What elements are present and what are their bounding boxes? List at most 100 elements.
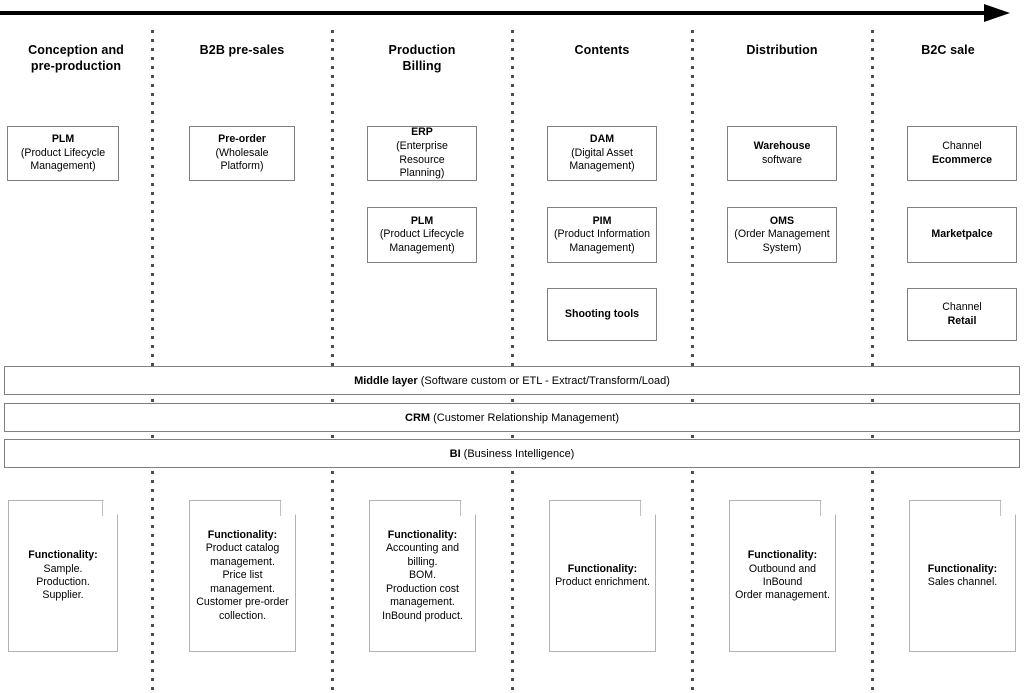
- note-card-line: Production cost: [385, 582, 459, 595]
- column-header-line1: Production: [388, 43, 456, 57]
- layer-bar-title: CRM: [405, 411, 431, 424]
- column-header-b2b-presales: B2B pre-sales: [154, 42, 330, 58]
- system-box-subtitle-line2: Management): [569, 160, 635, 173]
- column-header-line1: Conception and: [28, 43, 124, 57]
- note-card-line: Customer pre-order: [196, 596, 289, 609]
- system-box-subtitle-line1: (Order Management: [734, 228, 830, 241]
- column-divider-2: [331, 30, 334, 693]
- layer-bar-detail: (Software custom or ETL - Extract/Transf…: [417, 374, 670, 387]
- note-card-line: management.: [210, 555, 275, 568]
- system-box-subtitle-line1: (Digital Asset: [571, 146, 633, 159]
- system-box-title: OMS: [769, 214, 795, 227]
- column-divider-4: [691, 30, 694, 693]
- system-box-oms[interactable]: OMS (Order Management System): [727, 207, 837, 263]
- system-box-title: DAM: [589, 133, 615, 146]
- note-card-line: BOM.: [408, 569, 437, 582]
- system-box-channel-ecommerce[interactable]: Channel Ecommerce: [907, 126, 1017, 181]
- system-box-title: PLM: [51, 133, 75, 146]
- layer-bar-middle-layer[interactable]: Middle layer (Software custom or ETL - E…: [4, 366, 1020, 395]
- note-fold-edge-icon: [280, 500, 296, 516]
- layer-bar-detail: (Business Intelligence): [460, 447, 575, 460]
- system-box-subtitle-line1: (Enterprise Resource: [396, 139, 448, 166]
- process-flow-arrow: [0, 4, 1024, 26]
- system-box-marketplace[interactable]: Marketpalce: [907, 207, 1017, 263]
- system-box-shooting-tools[interactable]: Shooting tools: [547, 288, 657, 341]
- system-box-subtitle-line1: Channel: [942, 139, 982, 152]
- note-card-heading: Functionality:: [207, 529, 278, 542]
- column-divider-5: [871, 30, 874, 693]
- note-card-distribution[interactable]: Functionality: Outbound and InBound Orde…: [729, 499, 837, 652]
- note-card-line: Order management.: [735, 589, 830, 602]
- layer-bar-detail: (Customer Relationship Management): [430, 411, 619, 424]
- system-box-subtitle-line1: (Wholesale: [215, 146, 269, 159]
- system-box-warehouse[interactable]: Warehouse software: [727, 126, 837, 181]
- column-divider-3: [511, 30, 514, 693]
- note-fold-edge-icon: [460, 500, 476, 516]
- layer-bar-text: CRM (Customer Relationship Management): [405, 412, 619, 424]
- layer-bar-text: Middle layer (Software custom or ETL - E…: [354, 375, 670, 387]
- note-card-body: Functionality: Product enrichment.: [555, 563, 650, 590]
- note-card-line: Sales channel.: [927, 576, 998, 588]
- column-divider-1: [151, 30, 154, 693]
- note-card-body: Functionality: Accounting and billing. B…: [382, 529, 463, 623]
- note-card-body: Functionality: Sample. Production. Suppl…: [28, 549, 97, 603]
- system-box-title: Shooting tools: [564, 307, 640, 320]
- note-card-line: Price list: [222, 569, 263, 582]
- system-box-subtitle-line1: Channel: [942, 300, 982, 313]
- note-card-line: Supplier.: [42, 589, 84, 602]
- layer-bar-crm[interactable]: CRM (Customer Relationship Management): [4, 403, 1020, 432]
- note-fold-edge-icon: [1000, 500, 1016, 516]
- system-box-pim[interactable]: PIM (Product Information Management): [547, 207, 657, 263]
- system-box-plm-conception[interactable]: PLM (Product Lifecycle Management): [7, 126, 119, 181]
- note-fold-edge-icon: [102, 500, 118, 516]
- layer-bar-title: Middle layer: [354, 374, 418, 387]
- column-header-conception: Conception and pre-production: [2, 42, 150, 74]
- note-card-body: Functionality: Outbound and InBound Orde…: [735, 549, 830, 603]
- note-card-heading: Functionality:: [927, 562, 998, 575]
- column-header-line1: Contents: [574, 43, 630, 57]
- system-box-title: Pre-order: [218, 133, 266, 146]
- note-card-body: Functionality: Product catalog managemen…: [196, 529, 288, 623]
- note-card-line: Product enrichment.: [555, 576, 650, 588]
- system-box-subtitle-line1: (Product Lifecycle: [20, 146, 106, 159]
- note-card-conception[interactable]: Functionality: Sample. Production. Suppl…: [8, 499, 119, 652]
- system-box-pre-order[interactable]: Pre-order (Wholesale Platform): [189, 126, 295, 181]
- note-card-production-billing[interactable]: Functionality: Accounting and billing. B…: [369, 499, 477, 652]
- column-header-line1: B2C sale: [921, 43, 975, 57]
- note-card-b2b-presales[interactable]: Functionality: Product catalog managemen…: [189, 499, 297, 652]
- column-header-line1: B2B pre-sales: [199, 43, 285, 57]
- note-card-line: Sample.: [43, 562, 83, 575]
- layer-bar-title: BI: [449, 447, 461, 460]
- system-box-subtitle-line2: Platform): [220, 160, 264, 173]
- note-card-heading: Functionality:: [747, 549, 818, 562]
- layer-bar-bi[interactable]: BI (Business Intelligence): [4, 439, 1020, 468]
- note-card-b2c-sale[interactable]: Functionality: Sales channel.: [909, 499, 1017, 652]
- system-box-plm-production[interactable]: PLM (Product Lifecycle Management): [367, 207, 477, 263]
- note-card-line: management.: [390, 596, 455, 609]
- system-box-title: Warehouse: [753, 139, 811, 152]
- arrow-head-icon: [984, 4, 1010, 22]
- system-box-dam[interactable]: DAM (Digital Asset Management): [547, 126, 657, 181]
- system-box-title: Ecommerce: [931, 153, 993, 166]
- note-fold-edge-icon: [820, 500, 836, 516]
- note-card-body: Functionality: Sales channel.: [928, 563, 998, 590]
- column-header-production-billing: Production Billing: [334, 42, 510, 74]
- system-box-title: Marketpalce: [931, 228, 993, 241]
- note-card-heading: Functionality:: [28, 549, 98, 562]
- note-card-contents[interactable]: Functionality: Product enrichment.: [549, 499, 657, 652]
- note-card-line: InBound product.: [382, 609, 463, 622]
- system-box-title: ERP: [411, 126, 433, 139]
- system-box-erp[interactable]: ERP (Enterprise Resource Planning): [367, 126, 477, 181]
- system-box-subtitle-line2: Management): [389, 241, 455, 254]
- note-card-heading: Functionality:: [567, 562, 638, 575]
- system-box-title: PIM: [592, 214, 612, 227]
- system-box-channel-retail[interactable]: Channel Retail: [907, 288, 1017, 341]
- note-card-line: Accounting and: [385, 542, 460, 555]
- system-box-subtitle-line2: System): [762, 241, 802, 254]
- note-card-line: management.: [210, 582, 275, 595]
- note-fold-edge-icon: [640, 500, 656, 516]
- system-box-subtitle-line1: (Product Information: [554, 228, 650, 241]
- column-header-line1: Distribution: [746, 43, 818, 57]
- system-box-title: PLM: [410, 214, 434, 227]
